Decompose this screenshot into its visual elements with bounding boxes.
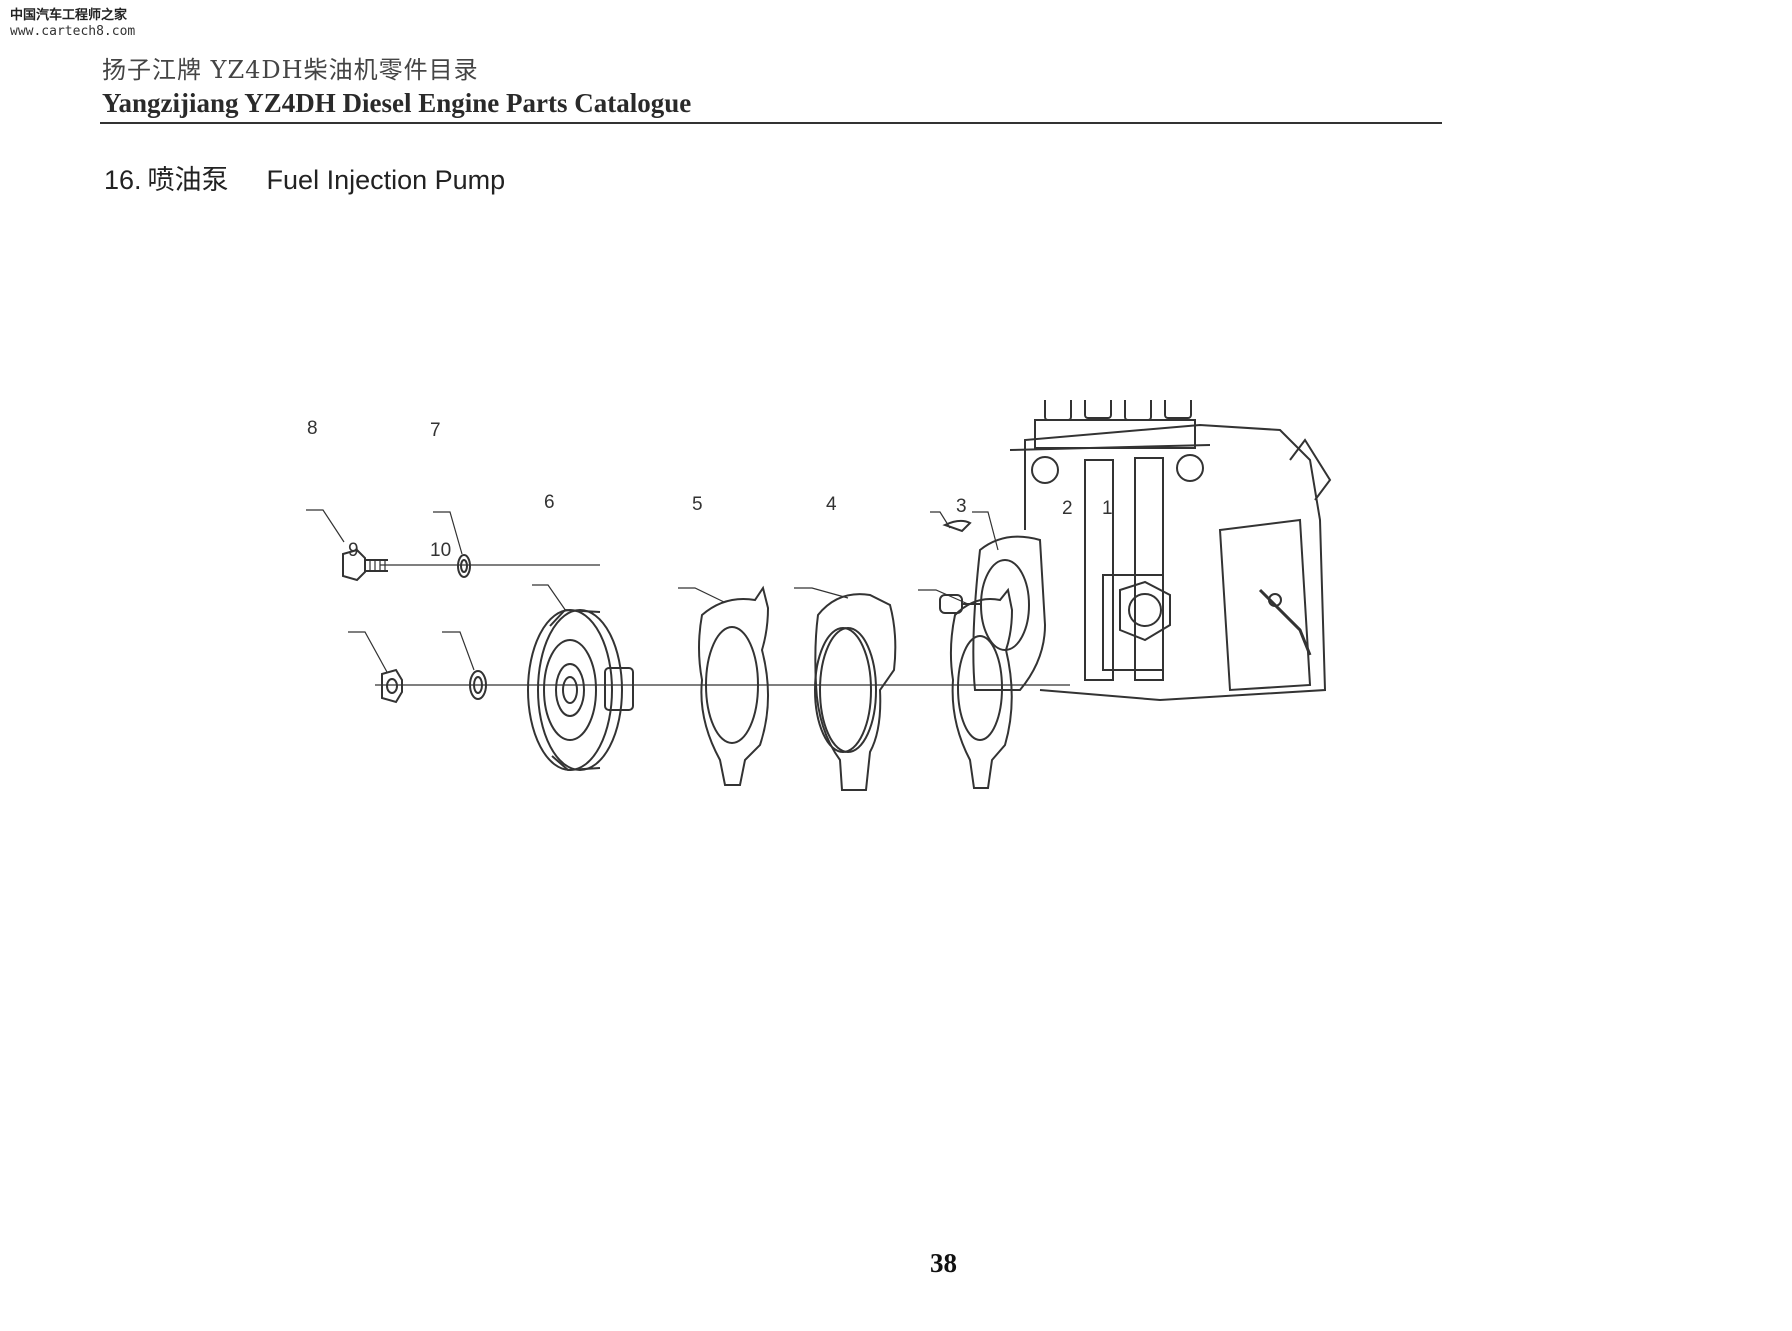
part-6-drive-coupling (527, 608, 634, 772)
callout-10: 10 (430, 540, 452, 561)
callout-6: 6 (544, 492, 555, 513)
part-1-injection-pump-body (939, 400, 1332, 702)
part-3-gasket (949, 587, 1014, 789)
part-5-gasket (698, 585, 770, 786)
callout-5: 5 (692, 494, 703, 515)
page-number: 38 (930, 1248, 957, 1278)
exploded-parts-diagram: 8 7 9 10 6 5 4 3 2 1 (100, 400, 1700, 1180)
part-7-washer (457, 554, 471, 578)
part-9-nut (381, 668, 403, 704)
catalogue-title-cn: 扬子江牌 YZ4DH柴油机零件目录 (102, 56, 479, 84)
callout-leaders (306, 509, 999, 673)
section-number: 16. (104, 165, 142, 195)
part-2-key (942, 519, 972, 533)
part-4-flange (814, 593, 897, 791)
part-10-spring-washer (469, 670, 487, 700)
callout-2: 2 (1062, 498, 1073, 519)
section-title-cn: 喷油泵 (147, 165, 229, 196)
callout-3: 3 (956, 496, 967, 517)
callout-8: 8 (307, 418, 318, 439)
catalogue-title-en: Yangzijiang YZ4DH Diesel Engine Parts Ca… (102, 88, 692, 118)
section-heading: 16.喷油泵 Fuel Injection Pump (104, 158, 505, 197)
callout-7: 7 (430, 420, 441, 441)
callout-4: 4 (826, 494, 837, 515)
watermark-site-name: 中国汽车工程师之家 (10, 8, 128, 23)
watermark-url: www.cartech8.com (10, 24, 136, 40)
callout-9: 9 (348, 540, 359, 561)
part-8-bolt (342, 548, 388, 582)
section-title-en: Fuel Injection Pump (266, 165, 506, 195)
parts-drawing (306, 400, 1332, 791)
header-divider (100, 122, 1442, 124)
watermark: 中国汽车工程师之家 www.cartech8.com (10, 8, 135, 41)
callout-1: 1 (1102, 498, 1113, 519)
